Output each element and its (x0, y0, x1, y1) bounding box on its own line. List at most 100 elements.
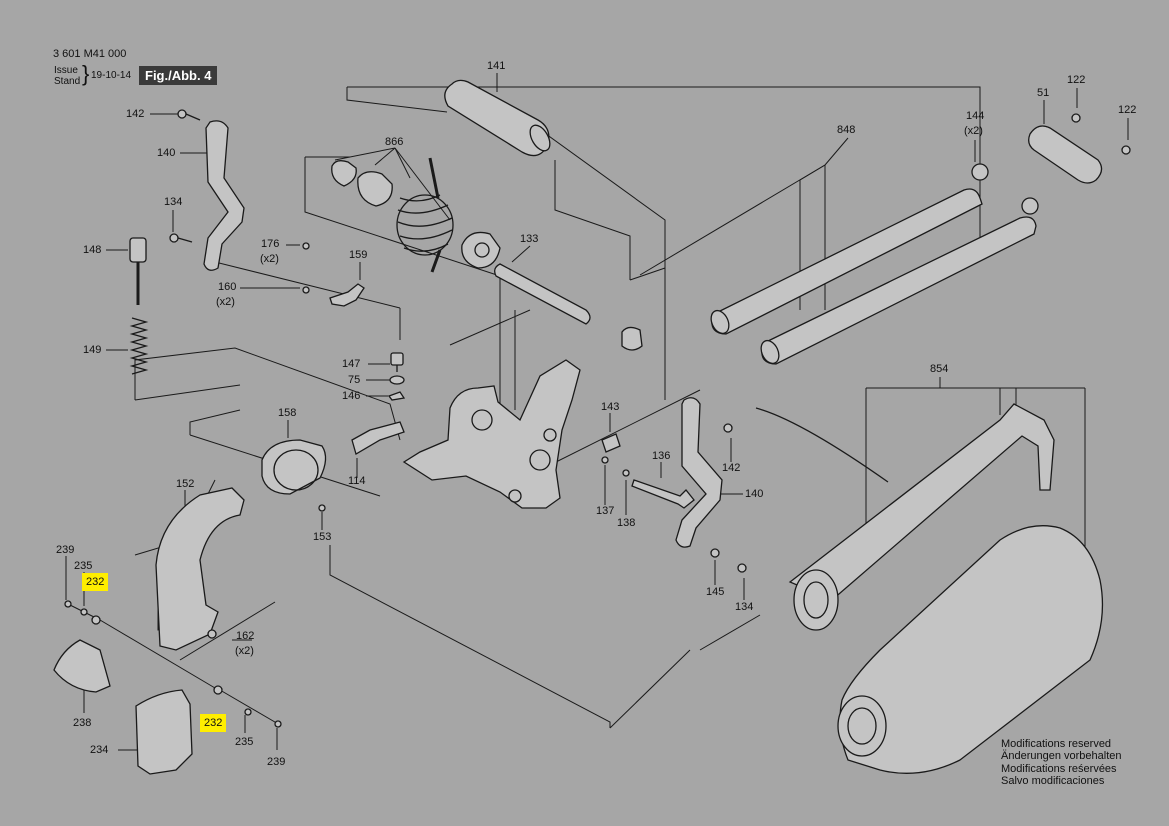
part-label-234: 234 (90, 744, 109, 756)
right-bracket-part-140 (675, 397, 723, 548)
handle-grip-part-141 (444, 79, 551, 157)
part-label-232-highlighted: 232 (82, 573, 109, 591)
modifications-notice: Modifications reserved Änderungen vorbeh… (1001, 738, 1121, 787)
cable-tie-part (755, 407, 889, 483)
part-label-114: 114 (348, 475, 366, 487)
part-label-134-right: 134 (735, 601, 754, 613)
part-label-136: 136 (652, 450, 671, 462)
frame-outline (699, 614, 761, 651)
issue-label: Issue (54, 65, 78, 76)
stand-label: Stand (54, 76, 81, 87)
bracket-part-114 (351, 421, 405, 455)
part-label-235: 235 (74, 560, 93, 572)
washer-part-137 (601, 456, 609, 464)
part-label-144: 144 (966, 110, 985, 122)
screw-part-239-left (64, 600, 72, 608)
header-brace: } (82, 61, 90, 86)
part-label-142-right: 142 (722, 462, 741, 474)
part-label-141: 141 (487, 60, 506, 72)
part-label-162-qty: (x2) (235, 645, 254, 657)
washer-part-138 (622, 469, 630, 477)
screw-part-134-right (737, 563, 747, 573)
part-label-152: 152 (176, 478, 195, 490)
part-label-176-qty: (x2) (260, 253, 279, 265)
frame-outline (214, 240, 401, 309)
part-label-144-qty: (x2) (964, 125, 983, 137)
frame-outline (179, 601, 276, 661)
clip-part-146 (387, 391, 406, 401)
part-label-133: 133 (520, 233, 539, 245)
part-label-239-right: 239 (267, 756, 286, 768)
part-label-140: 140 (157, 147, 176, 159)
sleeve-part-158 (261, 439, 327, 495)
frame-outline (449, 309, 531, 346)
part-label-138: 138 (617, 517, 636, 529)
part-label-232-right-highlighted: 232 (200, 714, 227, 732)
part-label-142: 142 (126, 108, 145, 120)
notice-line-fr: Modifications reśervées (1001, 762, 1117, 775)
frame-outline (554, 160, 631, 280)
collection-bag-part-854 (788, 403, 1104, 774)
cap-part-144-second (1021, 197, 1039, 215)
frame-outline (329, 545, 611, 728)
screw-part-122 (1071, 113, 1081, 123)
frame-outline (609, 649, 691, 729)
part-label-158: 158 (278, 407, 297, 419)
shaft-part-133 (494, 263, 643, 351)
part-label-153: 153 (313, 531, 332, 543)
screw-part-142 (177, 109, 201, 121)
part-label-176: 176 (261, 238, 280, 250)
washer-part-145 (710, 548, 720, 558)
spring-assembly-part-866 (331, 157, 501, 273)
part-label-854: 854 (930, 363, 949, 375)
frame-outline (539, 389, 701, 471)
washer-part-232-right (213, 685, 223, 695)
plate-part-51 (1028, 125, 1103, 184)
frame-outline (346, 87, 448, 113)
part-label-122-second: 122 (1118, 104, 1137, 116)
frame-outline (509, 107, 666, 400)
screw-part-176 (302, 242, 310, 250)
chute-part-152 (155, 487, 245, 651)
washer-part-235-right (244, 708, 252, 716)
part-label-162: 162 (236, 630, 255, 642)
bolt-part-136 (631, 479, 695, 509)
screw-part-162 (207, 629, 217, 639)
frame-outline (134, 384, 241, 401)
part-label-145: 145 (706, 586, 725, 598)
spring-part-149 (129, 317, 149, 375)
part-label-866: 866 (385, 136, 404, 148)
washer-part-75 (389, 375, 405, 385)
plug-part-143 (601, 433, 621, 453)
flap-part-234 (135, 689, 193, 775)
part-label-149: 149 (83, 344, 102, 356)
part-label-235-right: 235 (235, 736, 254, 748)
part-label-75: 75 (348, 374, 361, 386)
part-label-137: 137 (596, 505, 615, 517)
part-label-160-qty: (x2) (216, 296, 235, 308)
left-bracket-part-140 (203, 120, 245, 271)
washer-part-235-left (80, 608, 88, 616)
part-label-159: 159 (349, 249, 368, 261)
screw-part-134 (169, 233, 193, 243)
part-label-238: 238 (73, 717, 92, 729)
bolt-part-147 (390, 352, 404, 372)
part-label-122: 122 (1067, 74, 1086, 86)
notice-line-es: Salvo modificaciones (1001, 774, 1105, 787)
clip-part-159 (329, 283, 365, 307)
deflector-part-238 (53, 639, 111, 693)
part-label-160: 160 (218, 281, 237, 293)
part-label-146: 146 (342, 390, 361, 402)
main-housing-part (402, 359, 581, 509)
part-label-148: 148 (83, 244, 102, 256)
figure-tag: Fig./Abb. 4 (139, 66, 218, 85)
part-label-51: 51 (1037, 87, 1050, 99)
part-label-239: 239 (56, 544, 75, 556)
part-label-134: 134 (164, 196, 183, 208)
cap-part-144 (971, 163, 989, 181)
screw-part-153 (318, 504, 326, 512)
screw-part-142-right (723, 423, 733, 433)
part-label-147: 147 (342, 358, 361, 370)
part-label-140-right: 140 (745, 488, 764, 500)
